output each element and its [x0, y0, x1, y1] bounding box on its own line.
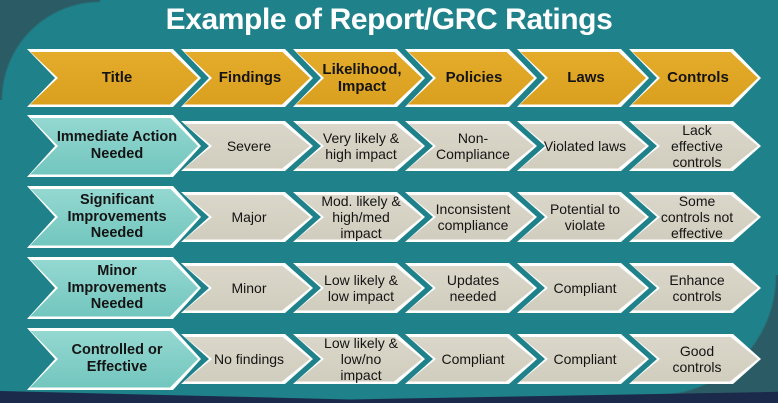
cell-text: Low likely & low impact [324, 271, 398, 304]
row-label-text: Controlled or Effective [71, 342, 163, 375]
cell-likelihood-impact: Mod. likely & high/med impact [293, 192, 425, 242]
cell-text: Potential to violate [549, 200, 621, 233]
cell-text: Some controls not effective [660, 192, 734, 242]
cell-text: Compliant [441, 350, 505, 367]
cell-text: Non-Compliance [436, 129, 510, 162]
header-cell-text: Controls [667, 69, 729, 87]
rating-row-controlled-effective: Controlled or Effective No findings Low … [27, 328, 761, 390]
chevron-fill [30, 118, 198, 175]
cell-text: No findings [213, 350, 285, 367]
cell-findings: No findings [181, 334, 313, 384]
cell-text: Updates needed [446, 271, 500, 304]
header-cell-text: Title [101, 69, 133, 87]
cell-text: Compliant [553, 350, 617, 367]
header-cell-text: Policies [445, 69, 503, 87]
cell-text: Good controls [672, 342, 722, 375]
chevron-fill [30, 331, 198, 388]
cell-controls: Good controls [629, 334, 761, 384]
cell-text: Inconsistent compliance [435, 200, 511, 233]
row-label-text: Immediate Action Needed [56, 129, 178, 162]
rating-row-immediate-action: Immediate Action Needed Severe Very like… [27, 115, 761, 177]
cell-laws: Compliant [517, 263, 649, 313]
cell-text: Major [231, 208, 267, 225]
cell-text: Low likely & low/no impact [324, 334, 398, 384]
header-cell-policies: Policies [405, 49, 537, 107]
cell-likelihood-impact: Low likely & low impact [293, 263, 425, 313]
cell-likelihood-impact: Low likely & low/no impact [293, 334, 425, 384]
grc-ratings-diagram: Title Findings Likelihood, Impact Polici… [27, 49, 761, 399]
header-row: Title Findings Likelihood, Impact Polici… [27, 49, 761, 107]
row-label: Significant Improvements Needed [27, 186, 201, 248]
cell-findings: Severe [181, 121, 313, 171]
chevron-fill [30, 189, 198, 246]
rating-row-significant-improvements: Significant Improvements Needed Major Mo… [27, 186, 761, 248]
row-label-text: Significant Improvements Needed [67, 191, 167, 242]
row-label: Immediate Action Needed [27, 115, 201, 177]
header-cell-title: Title [27, 49, 201, 107]
chevron-fill [30, 260, 198, 317]
cell-laws: Compliant [517, 334, 649, 384]
cell-text: Enhance controls [669, 271, 725, 304]
cell-text: Violated laws [543, 137, 627, 154]
cell-policies: Inconsistent compliance [405, 192, 537, 242]
chevron-fill [30, 52, 198, 105]
rating-row-minor-improvements: Minor Improvements Needed Minor Low like… [27, 257, 761, 319]
cell-text: Lack effective controls [671, 121, 723, 171]
cell-text: Compliant [553, 279, 617, 296]
row-label-text: Minor Improvements Needed [67, 262, 167, 313]
cell-text: Very likely & high impact [322, 129, 400, 162]
cell-laws: Potential to violate [517, 192, 649, 242]
row-label: Controlled or Effective [27, 328, 201, 390]
slide-title: Example of Report/GRC Ratings [165, 3, 613, 36]
header-cell-text: Likelihood, Impact [322, 60, 402, 95]
cell-text: Mod. likely & high/med impact [321, 192, 401, 242]
header-cell-text: Laws [567, 69, 605, 87]
row-label: Minor Improvements Needed [27, 257, 201, 319]
header-cell-text: Findings [218, 69, 282, 87]
cell-text: Severe [226, 137, 272, 154]
cell-text: Minor [231, 279, 267, 296]
